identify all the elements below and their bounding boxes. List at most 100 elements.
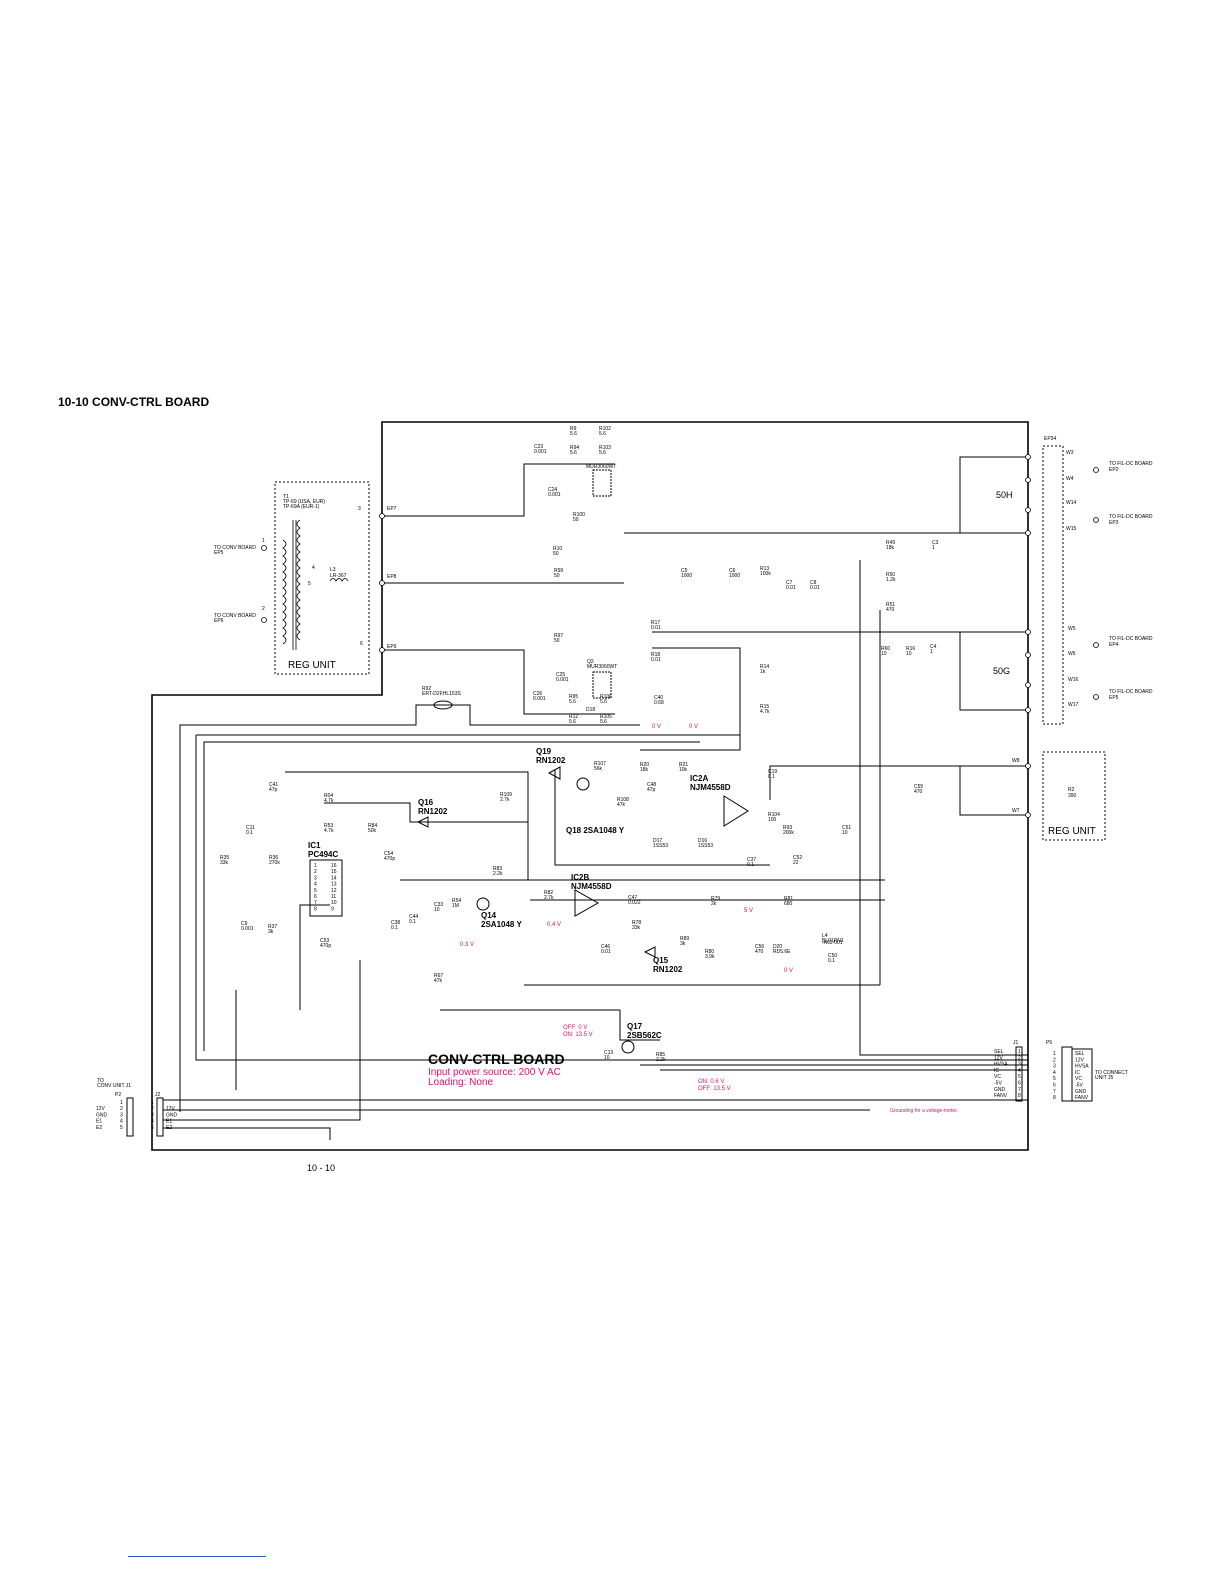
component-ref-c6: C6 <box>729 568 736 574</box>
ic2b-ref: IC2B <box>571 873 589 882</box>
j1-signal-8: FANV <box>994 1093 1008 1099</box>
j1-signal-2: 12V <box>994 1055 1004 1061</box>
wire-left4 <box>203 741 700 1051</box>
q2-module <box>592 671 612 699</box>
voltage-r85-off: OFF: 13.5 V <box>698 1086 731 1092</box>
component-ref-r37: R37 <box>268 924 277 930</box>
component-ref-c33: C33 <box>434 902 443 908</box>
component-value-r94: 5.6 <box>570 450 577 456</box>
reg-unit-right-label: REG UNIT <box>1048 826 1096 837</box>
j1-signal-7: GND <box>994 1087 1006 1093</box>
component-ref-c13: C13 <box>604 1050 613 1056</box>
j2-pin-2: 2 <box>151 1106 154 1112</box>
ic1-pin-10: 10 <box>331 900 337 906</box>
j2-pin-3: 3 <box>151 1112 154 1118</box>
component-ref-d17: D17 <box>653 838 662 844</box>
p2-pin-3: 3 <box>120 1112 123 1118</box>
component-ref-c55: C55 <box>914 784 923 790</box>
component-ref-r16: R16 <box>906 646 915 652</box>
component-ref-r84: R84 <box>368 823 377 829</box>
ic1-pin-15: 15 <box>331 869 337 875</box>
component-value-c51: 10 <box>842 830 848 836</box>
ep7-label: EP7 <box>387 506 397 512</box>
component-ref-r15: R15 <box>760 704 769 710</box>
j1-pin-1: 1 <box>1018 1049 1021 1055</box>
w3-label: W3 <box>1066 450 1074 456</box>
component-ref-r85: R85 <box>656 1052 665 1058</box>
component-value-d20: RD5.6E <box>773 949 791 955</box>
j2-ref: J2 <box>155 1092 161 1098</box>
component-ref-c11: C11 <box>246 825 255 831</box>
ic1-pin-8: 8 <box>314 906 317 912</box>
j1-signal-6: -5V <box>994 1081 1002 1087</box>
q14-symbol <box>476 897 490 911</box>
p5-pin-3: 3 <box>1053 1064 1056 1070</box>
q18-symbol <box>576 777 590 791</box>
q14-ref: Q14 <box>481 911 497 920</box>
ep34-box <box>1042 445 1064 725</box>
l4-part: -A62-001 <box>822 940 843 946</box>
component-value-r85: 2.2k <box>656 1057 666 1063</box>
component-ref-c52: C52 <box>793 855 802 861</box>
w7-label: W7 <box>1012 808 1020 814</box>
component-ref-r14: R14 <box>760 664 769 670</box>
component-ref-c48: C48 <box>647 782 656 788</box>
component-value-r54: 1M <box>452 903 459 909</box>
gnd-note: Grounding for a voltage-meter. <box>890 1108 958 1114</box>
component-ref-r80: R80 <box>705 949 714 955</box>
component-value-d16: 1SS53 <box>698 843 713 849</box>
component-value-r21: 10k <box>679 767 688 773</box>
p2-pin-5: 5 <box>120 1125 123 1131</box>
footer-rule <box>128 1556 266 1557</box>
j1-pin-2: 2 <box>1018 1055 1021 1061</box>
voltage-6: 0 V <box>784 968 793 974</box>
q19-part: RN1202 <box>536 756 566 765</box>
component-value-c46: 0.01 <box>601 949 611 955</box>
q2-part: MUR3060WT <box>587 664 617 670</box>
component-ref-c54: C54 <box>384 851 393 857</box>
pin6-label: 6 <box>360 641 363 647</box>
component-ref-c19: C19 <box>768 769 777 775</box>
component-ref-c26: C26 <box>533 691 542 697</box>
component-value-r10: 50 <box>553 551 559 557</box>
component-ref-r103: R103 <box>599 445 611 451</box>
p2-pin-1: 1 <box>120 1100 123 1106</box>
component-value-r81: 680 <box>784 901 793 907</box>
component-value-r37: 3k <box>268 929 274 935</box>
w17-label: W17 <box>1068 702 1079 708</box>
j2-signal-5: E2 <box>166 1125 172 1131</box>
component-ref-c5: C5 <box>681 568 688 574</box>
p2-ref: P2 <box>115 1092 121 1098</box>
pin3-label: 3 <box>358 506 361 512</box>
wire-bus-b <box>324 802 528 823</box>
component-ref-r105: R105 <box>600 714 612 720</box>
p5-pin-2: 2 <box>1053 1057 1056 1063</box>
j1-strip <box>1015 1046 1023 1102</box>
component-value-c5: 1000 <box>681 573 692 579</box>
component-ref-r93: R93 <box>783 825 792 831</box>
component-value-r04: 4.7k <box>324 798 334 804</box>
fil-ep2-b: EP2 <box>1109 467 1119 473</box>
component-value-r108: 47k <box>617 802 626 808</box>
j2-signal-4: E1 <box>166 1119 172 1125</box>
ep34-label: EP34 <box>1044 436 1056 442</box>
board-loading: Loading: None <box>428 1077 493 1088</box>
q17-ref: Q17 <box>627 1022 643 1031</box>
component-ref-r100: R100 <box>573 512 585 518</box>
component-ref-r60: R60 <box>881 646 890 652</box>
q1-part: MUR3060WT <box>586 464 616 470</box>
q17-symbol <box>621 1040 635 1054</box>
voltage-2: 0 V <box>689 724 698 730</box>
j1-pin-3: 3 <box>1018 1062 1021 1068</box>
component-ref-r106: R106 <box>600 694 612 700</box>
j2-signal-3: GND <box>166 1112 178 1118</box>
ic1-part: PC494C <box>308 850 338 859</box>
component-ref-r92: R92 <box>422 686 431 692</box>
component-ref-c23: C23 <box>534 444 543 450</box>
component-value-c8: 0.01 <box>810 585 820 591</box>
component-value-r53: 4.7k <box>324 828 334 834</box>
ic2a-part: NJM4558D <box>690 783 731 792</box>
l3-part: LR-367 <box>330 573 347 579</box>
section-title: 10-10 CONV-CTRL BOARD <box>58 395 210 409</box>
